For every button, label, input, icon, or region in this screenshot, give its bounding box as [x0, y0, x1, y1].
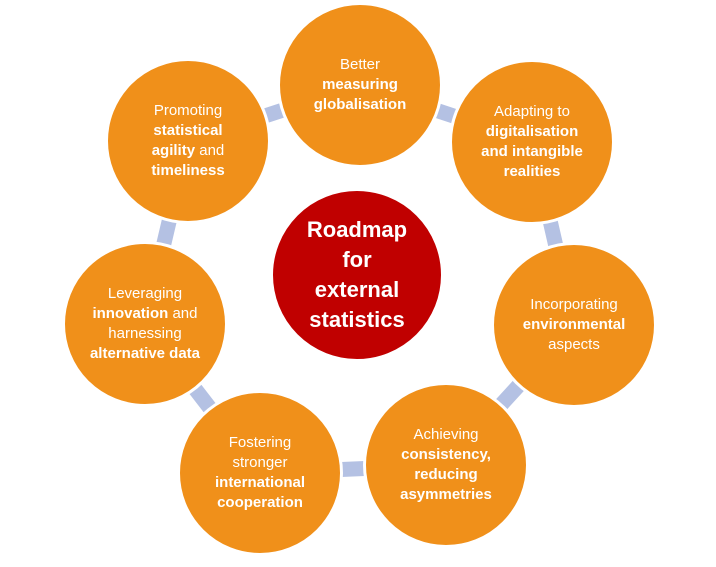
node-label: Leveraging innovation and harnessing altern… — [80, 284, 210, 364]
node-label-text: measuring — [322, 76, 398, 93]
node-label-text: alternative data — [89, 345, 201, 362]
node-label-text: stronger — [232, 454, 288, 471]
node-label-text: timeliness — [151, 162, 225, 179]
node-label: Adapting to digitalisation and intangible r… — [471, 102, 593, 182]
center-title-line: Roadmap — [306, 217, 408, 242]
node-label: Incorporating environmental aspects — [513, 295, 636, 355]
node-label-text: Incorporating — [530, 296, 618, 313]
node-label-text: Fostering — [228, 434, 292, 451]
node-label-text: international — [214, 474, 305, 491]
node-label-text: and — [168, 305, 198, 322]
node-label-text: aspects — [548, 336, 600, 353]
node-label-text: Leveraging — [107, 285, 183, 302]
center-title: Roadmap for external statistics — [307, 215, 407, 335]
node-measuring-globalisation: Better measuring globalisation — [277, 2, 443, 168]
node-environmental: Incorporating environmental aspects — [491, 242, 657, 408]
node-label-text: and — [195, 142, 225, 159]
node-label-text: digitalisation — [485, 123, 579, 140]
node-consistency: Achieving consistency, reducing asymmetries — [363, 382, 529, 548]
node-label-text: realities — [503, 163, 561, 180]
center-title-line: external — [314, 277, 400, 302]
node-label-text: Achieving — [413, 426, 479, 443]
node-label-text: environmental — [522, 316, 626, 333]
node-label: Better measuring globalisation — [304, 55, 417, 115]
center-title-line: statistics — [309, 307, 405, 332]
center-title-line: for — [342, 247, 372, 272]
node-label-text: innovation — [92, 305, 169, 322]
node-label-text: globalisation — [313, 96, 407, 113]
node-label-text: Better — [339, 56, 380, 73]
node-label: Fostering stronger international cooperatio… — [205, 433, 315, 513]
node-label-text: statistical — [153, 122, 223, 139]
node-label-text: Promoting — [153, 102, 223, 119]
center-node-roadmap: Roadmap for external statistics — [270, 188, 444, 362]
node-label-text: consistency, — [401, 446, 491, 463]
node-label-text: cooperation — [217, 494, 303, 511]
node-label-text: Adapting to — [494, 103, 570, 120]
node-label: Promoting statistical agility and timelines… — [141, 101, 234, 181]
node-agility: Promoting statistical agility and timelines… — [105, 58, 271, 224]
node-label-text: reducing — [414, 466, 478, 483]
node-label-text: harnessing — [108, 325, 182, 342]
node-label-text: agility — [151, 142, 196, 159]
node-innovation: Leveraging innovation and harnessing altern… — [62, 241, 228, 407]
node-label-text: asymmetries — [400, 486, 492, 503]
node-international-cooperation: Fostering stronger international cooperatio… — [177, 390, 343, 556]
node-label-text: and intangible — [481, 143, 583, 160]
node-digitalisation: Adapting to digitalisation and intangible r… — [449, 59, 615, 225]
node-label: Achieving consistency, reducing asymmetries — [390, 425, 502, 505]
